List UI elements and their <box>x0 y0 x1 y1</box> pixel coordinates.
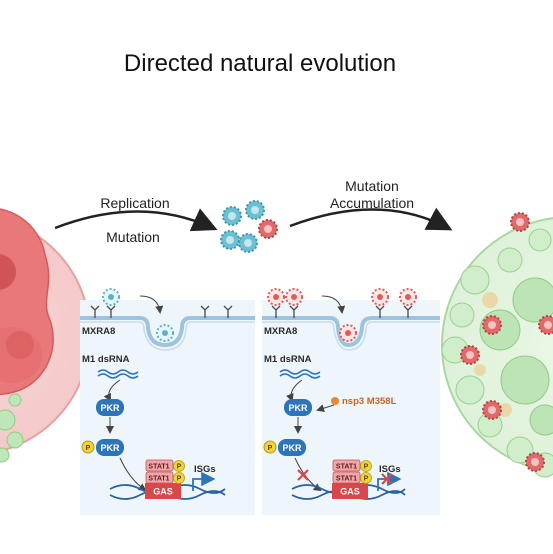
right-tumor-virus-1 <box>510 212 530 232</box>
right-isgs-label: ISGs <box>379 464 401 475</box>
left-stat1-p-b-label: P <box>177 476 182 483</box>
left-isgs-label: ISGs <box>194 464 216 475</box>
replication-label: Replication <box>100 195 169 211</box>
left-phospho-label: P <box>86 445 91 452</box>
accumulation-arrow <box>289 207 453 231</box>
left-pkr-phospho-label: PKR <box>100 443 120 453</box>
diagram-title: Directed natural evolution <box>124 50 396 77</box>
mutation-label-right: Mutation <box>345 178 399 194</box>
left-gas-label: GAS <box>153 487 173 497</box>
right-tumor-virus-3 <box>538 315 553 335</box>
nsp3-mutation-label: nsp3 M358L <box>342 396 397 407</box>
right-stat1-a-label: STAT1 <box>336 464 357 471</box>
right-tumor-virus-4 <box>460 345 480 365</box>
virus-cluster <box>220 200 278 253</box>
left-mechanism-panel <box>80 288 255 515</box>
right-pkr-label: PKR <box>288 403 308 413</box>
left-dsrna-label: M1 dsRNA <box>82 354 130 365</box>
right-tumor-illustration <box>441 217 553 478</box>
right-gas-label: GAS <box>340 487 360 497</box>
left-tumor-illustration <box>0 208 91 463</box>
mutation-label-left: Mutation <box>106 229 160 245</box>
left-pkr-label: PKR <box>100 403 120 413</box>
right-phospho-label: P <box>268 445 273 452</box>
right-mxra8-label: MXRA8 <box>264 326 297 337</box>
right-stat1-p-a-label: P <box>364 464 369 471</box>
replication-arrow <box>54 208 218 232</box>
left-stat1-p-a-label: P <box>177 464 182 471</box>
right-stat1-b-label: STAT1 <box>336 476 357 483</box>
accumulation-label: Accumulation <box>330 195 414 211</box>
right-pkr-phospho-label: PKR <box>282 443 302 453</box>
right-tumor-virus-2 <box>482 315 502 335</box>
right-dsrna-label: M1 dsRNA <box>264 354 312 365</box>
right-mechanism-panel <box>262 288 440 515</box>
right-tumor-virus-6 <box>525 452 545 472</box>
left-stat1-b-label: STAT1 <box>148 476 169 483</box>
left-mxra8-label: MXRA8 <box>82 326 115 337</box>
right-stat1-p-b-label: P <box>364 476 369 483</box>
left-stat1-a-label: STAT1 <box>148 464 169 471</box>
right-tumor-virus-5 <box>482 400 502 420</box>
